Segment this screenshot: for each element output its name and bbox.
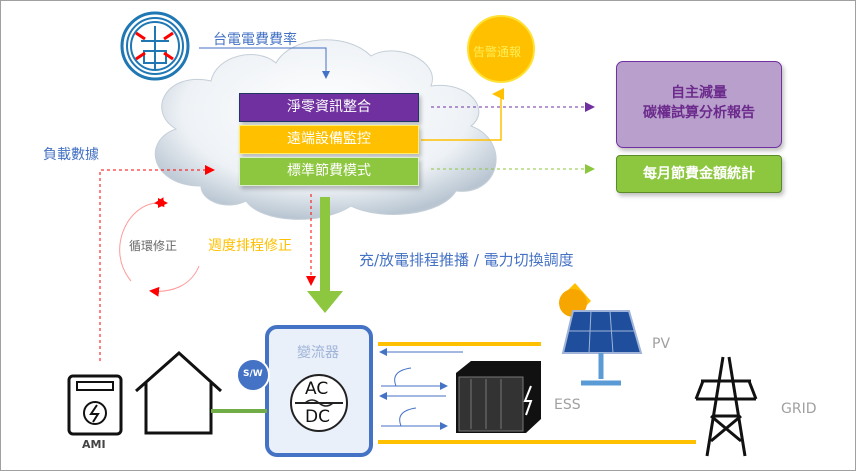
tariff-label: 台電電費費率: [213, 32, 297, 48]
grid-tower-icon: [694, 356, 758, 457]
report-line1: 自主減量: [671, 85, 727, 101]
pv-panel-icon: [559, 283, 643, 386]
monthly-saving-box: 每月節費金額統計: [616, 155, 782, 193]
dispatch-label: 充/放電排程推播 / 電力切換調度: [359, 251, 574, 269]
pv-label: PV: [652, 336, 671, 352]
load-data-label: 負載數據: [43, 147, 99, 163]
ac-label: AC: [305, 379, 329, 399]
schedule-correction-label: 週度排程修正: [208, 238, 292, 254]
module-net-zero-info: 淨零資訊整合: [239, 93, 419, 122]
inverter-label: 變流器: [297, 345, 339, 361]
module-standard-saving: 標準節費模式: [239, 157, 419, 186]
ess-label: ESS: [554, 397, 581, 413]
report-line2: 碳權試算分析報告: [643, 105, 755, 121]
dc-label: DC: [305, 407, 330, 427]
ami-label: AMI: [82, 438, 106, 451]
carbon-report-box: 自主減量 碳權試算分析報告: [616, 61, 782, 148]
taipower-logo: [120, 11, 190, 81]
alert-label: 告警通報: [473, 45, 522, 59]
grid-label: GRID: [781, 401, 817, 417]
house-icon: [135, 350, 223, 435]
ami-meter-icon: [67, 374, 123, 436]
ess-battery-icon: [456, 361, 541, 433]
sw-label: S/W: [243, 369, 263, 379]
alert-circle: [467, 15, 535, 83]
loop-correction-label: 循環修正: [129, 239, 178, 253]
sw-circle: [236, 358, 270, 392]
module-remote-monitoring: 遠端設備監控: [239, 125, 419, 154]
